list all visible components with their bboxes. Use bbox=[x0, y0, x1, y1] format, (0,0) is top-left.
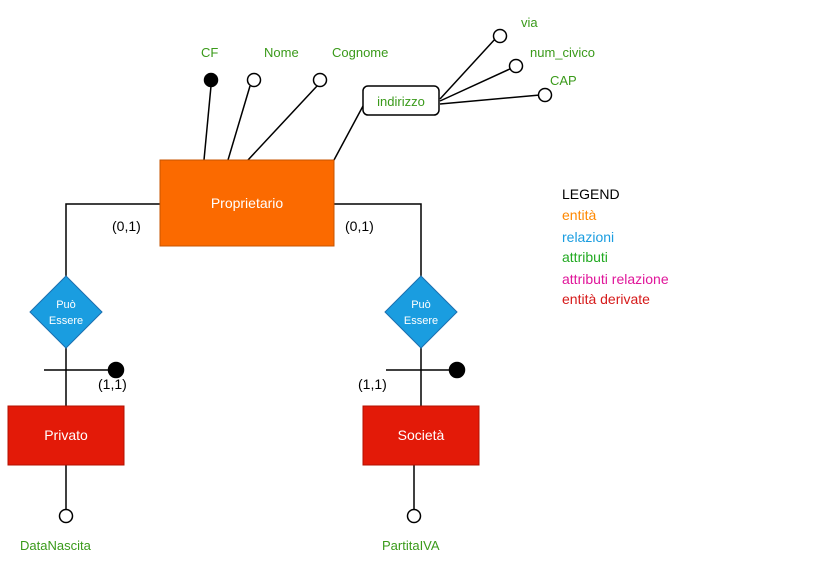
cap-marker bbox=[537, 87, 553, 103]
data-nascita-marker bbox=[58, 508, 74, 524]
legend-rel-attribute: attributi relazione bbox=[562, 271, 669, 287]
attr-cap-label: CAP bbox=[550, 73, 577, 88]
relation-right-label-line2: Essere bbox=[404, 315, 438, 327]
entity-proprietario-label: Proprietario bbox=[211, 195, 284, 211]
relation-left-diamond bbox=[29, 275, 103, 349]
attribute-labels: CF Nome Cognome via num_civico CAP DataN… bbox=[20, 15, 595, 553]
cardinalities: (0,1) (0,1) (1,1) (1,1) bbox=[98, 218, 387, 392]
relation-right-diamond bbox=[384, 275, 458, 349]
legend: LEGEND entità relazioni attributi attrib… bbox=[562, 186, 669, 307]
card-societa: (1,1) bbox=[358, 376, 387, 392]
attribute-markers bbox=[58, 28, 553, 524]
cognome-marker bbox=[312, 72, 328, 88]
via-marker bbox=[492, 28, 508, 44]
num-civico-marker bbox=[508, 58, 524, 74]
link-indirizzo bbox=[333, 105, 364, 161]
link-cognome bbox=[247, 85, 318, 161]
attr-via-label: via bbox=[521, 15, 538, 30]
entity-societa-label: Società bbox=[398, 427, 445, 443]
link-num-civico bbox=[439, 67, 513, 102]
attr-cf-label: CF bbox=[201, 45, 218, 60]
card-proprietario-left: (0,1) bbox=[112, 218, 141, 234]
attr-data-nascita-label: DataNascita bbox=[20, 538, 92, 553]
attr-num-civico-label: num_civico bbox=[530, 45, 595, 60]
legend-title: LEGEND bbox=[562, 186, 620, 202]
nome-marker bbox=[246, 72, 262, 88]
card-proprietario-right: (0,1) bbox=[345, 218, 374, 234]
link-cap bbox=[439, 94, 541, 105]
link-proprietario-right-relation bbox=[334, 203, 422, 276]
link-proprietario-left-relation bbox=[65, 203, 160, 276]
indirizzo-box bbox=[362, 85, 440, 116]
link-cf bbox=[203, 85, 212, 161]
privato-identifier-marker bbox=[107, 361, 125, 379]
attr-partita-iva-label: PartitaIVA bbox=[382, 538, 440, 553]
relation-left: Può Essere bbox=[29, 275, 103, 349]
legend-derived: entità derivate bbox=[562, 291, 650, 307]
partita-iva-marker bbox=[406, 508, 422, 524]
entity-societa-box bbox=[362, 405, 480, 466]
connectors bbox=[44, 37, 541, 509]
entity-societa: Società bbox=[362, 405, 480, 466]
relation-left-label-line1: Può bbox=[56, 299, 76, 311]
relation-left-label-line2: Essere bbox=[49, 315, 83, 327]
legend-relation: relazioni bbox=[562, 229, 614, 245]
relation-right: Può Essere bbox=[384, 275, 458, 349]
entity-proprietario: Proprietario bbox=[159, 159, 335, 247]
entity-privato-label: Privato bbox=[44, 427, 88, 443]
societa-identifier-marker bbox=[448, 361, 466, 379]
card-privato: (1,1) bbox=[98, 376, 127, 392]
attr-nome-label: Nome bbox=[264, 45, 299, 60]
indirizzo-label: indirizzo bbox=[377, 94, 425, 109]
legend-entity: entità bbox=[562, 207, 596, 223]
legend-attribute: attributi bbox=[562, 249, 608, 265]
attr-cognome-label: Cognome bbox=[332, 45, 388, 60]
indirizzo-attribute: indirizzo bbox=[362, 85, 440, 116]
entity-privato-box bbox=[7, 405, 125, 466]
relation-right-label-line1: Può bbox=[411, 299, 431, 311]
link-nome bbox=[227, 85, 251, 161]
entity-proprietario-box bbox=[159, 159, 335, 247]
cf-key-marker bbox=[203, 72, 219, 88]
link-via bbox=[439, 37, 497, 100]
entity-privato: Privato bbox=[7, 405, 125, 466]
